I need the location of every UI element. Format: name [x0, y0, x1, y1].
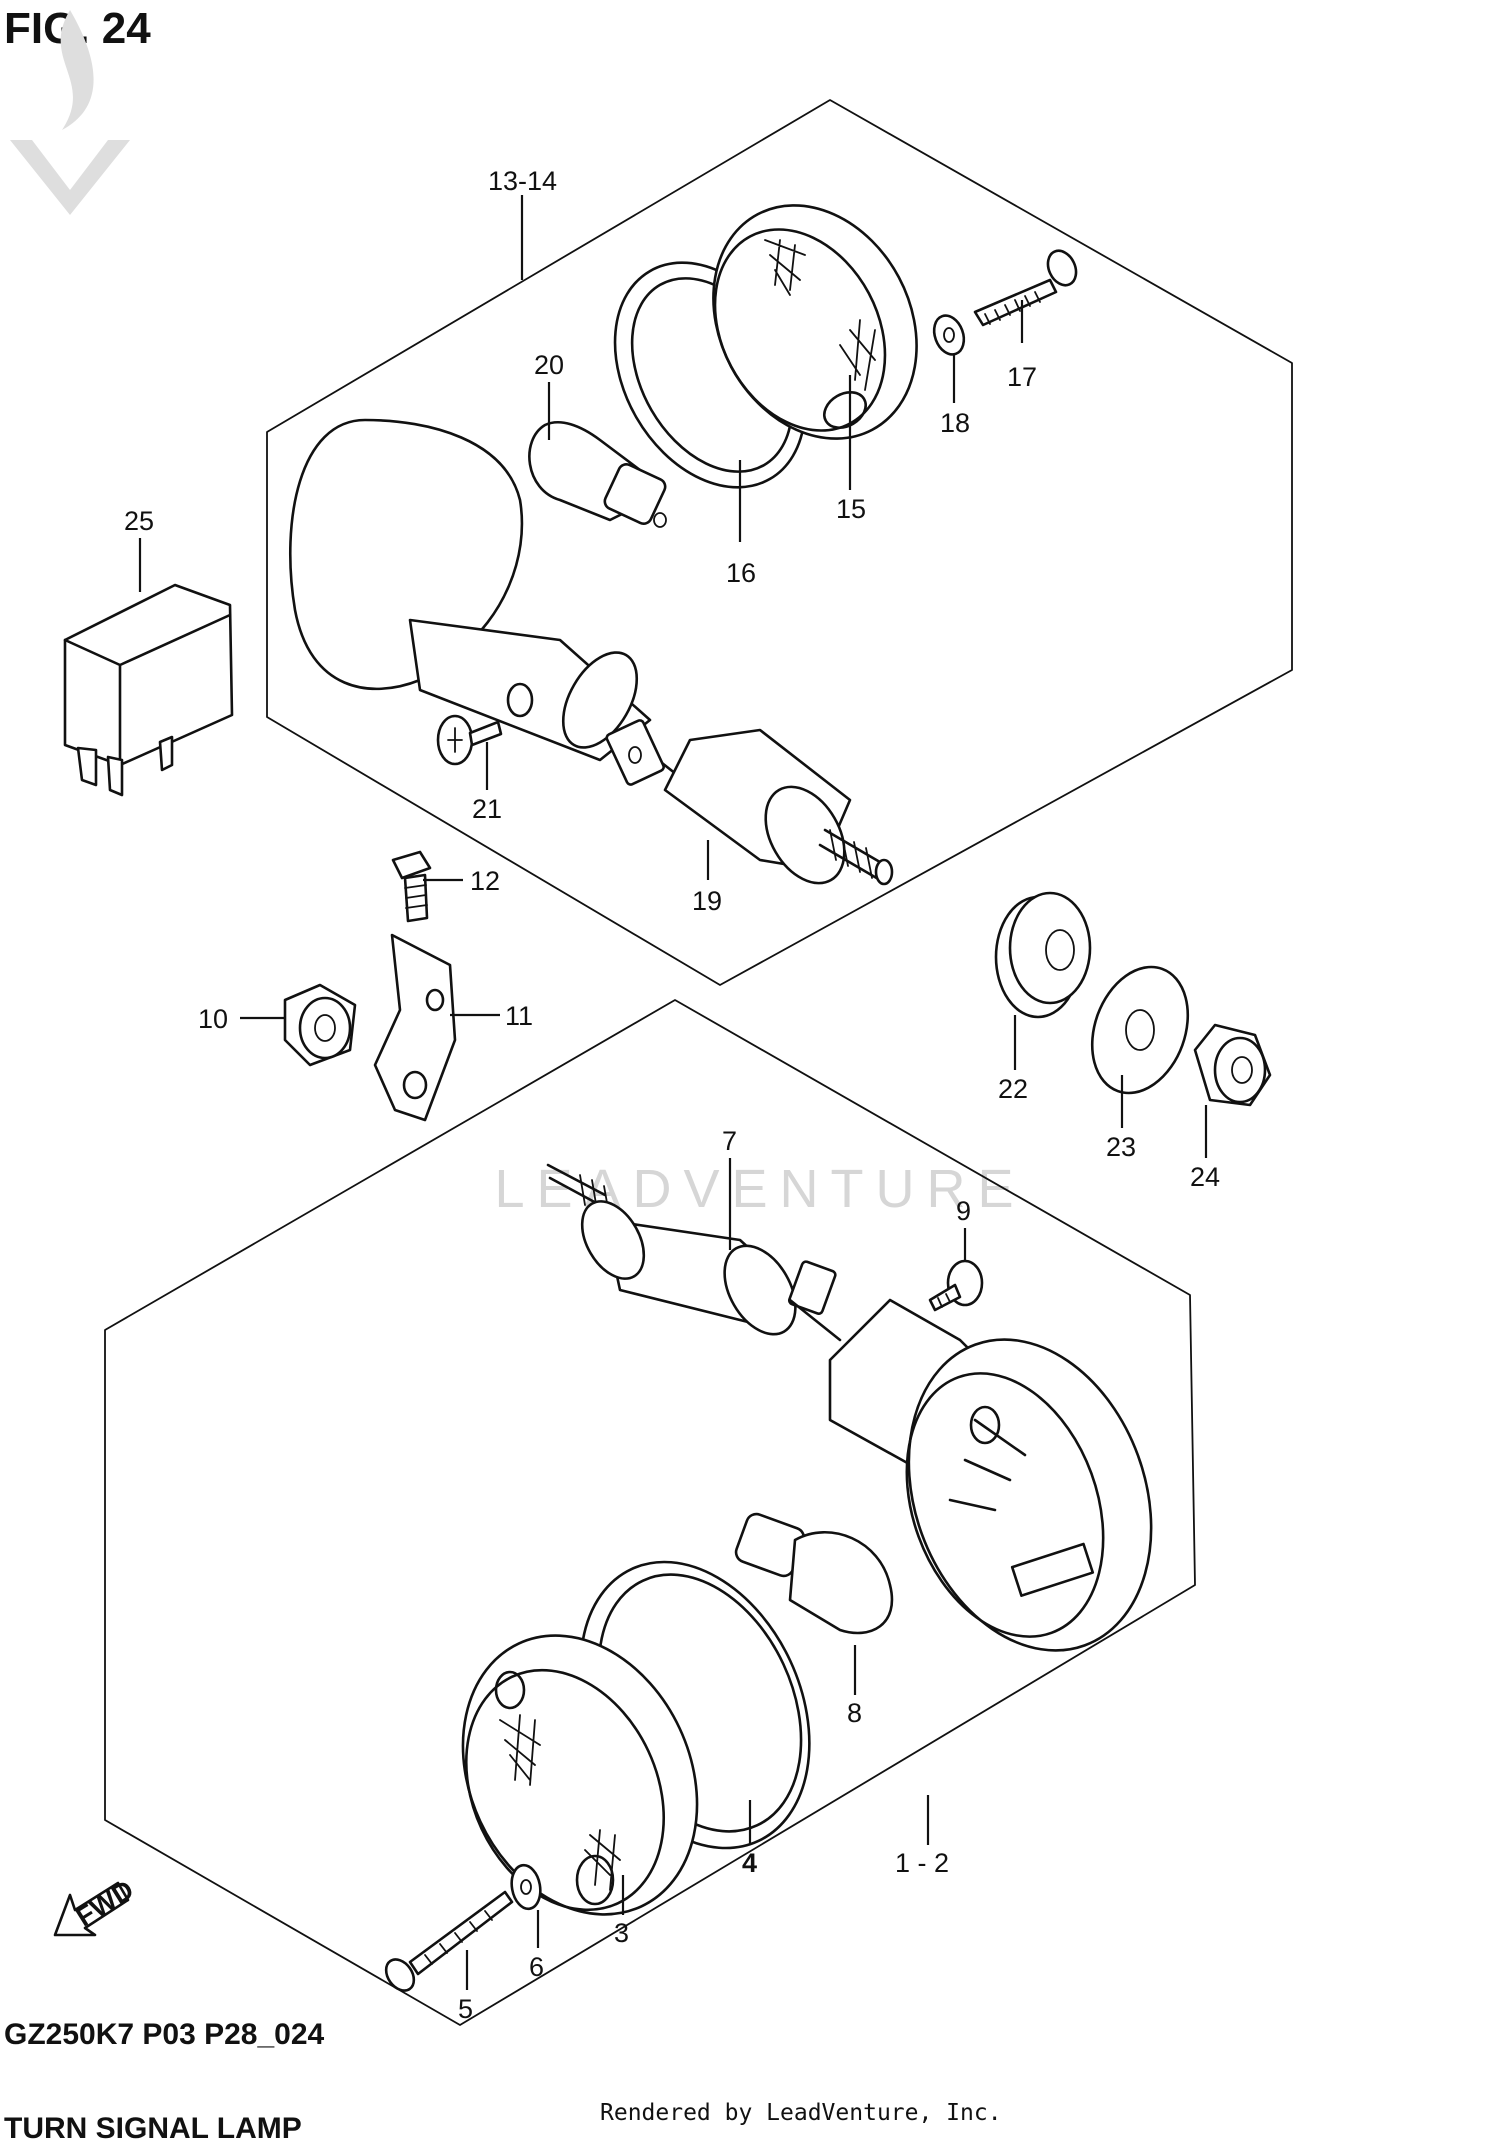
fwd-label: FWD	[71, 1874, 139, 1932]
grommet-22	[994, 891, 1092, 1019]
bracket-11	[373, 933, 457, 1122]
callout-24: 24	[1190, 1162, 1220, 1192]
callout-12: 12	[470, 866, 500, 896]
lower-lens	[461, 1634, 699, 1916]
callout-21: 21	[472, 794, 502, 824]
watermark-text: LEADVENTURE	[494, 1159, 1026, 1219]
lower-assembly-frame	[104, 999, 1196, 2026]
callout-17: 17	[1007, 362, 1037, 392]
callout-22: 22	[998, 1074, 1028, 1104]
callout-13-14: 13-14	[488, 166, 557, 196]
render-credit: Rendered by LeadVenture, Inc.	[600, 2100, 1002, 2126]
upper-lens	[712, 204, 918, 440]
callout-19: 19	[692, 886, 722, 916]
callout-15: 15	[836, 494, 866, 524]
lower-socket	[546, 1163, 842, 1342]
upper-screw	[973, 249, 1078, 327]
callout-25: 25	[124, 506, 154, 536]
lower-screw	[384, 1890, 514, 1992]
watermark-logo	[10, 10, 130, 215]
small-screw-21	[436, 714, 503, 766]
callout-16: 16	[726, 558, 756, 588]
callout-10: 10	[198, 1004, 228, 1034]
fwd-arrow-icon: FWD	[53, 1874, 139, 1937]
callout-9: 9	[956, 1196, 971, 1226]
small-screw-9	[928, 1259, 984, 1312]
callout-3: 3	[614, 1918, 629, 1948]
callout-7: 7	[722, 1126, 737, 1156]
upper-lamp-housing	[289, 418, 692, 787]
upper-assembly-frame	[266, 99, 1293, 986]
nut-10	[283, 983, 357, 1067]
upper-washer	[932, 314, 966, 356]
callout-11: 11	[505, 1001, 533, 1031]
callout-8: 8	[847, 1698, 862, 1728]
lower-bulb	[734, 1512, 894, 1635]
nut-24	[1193, 1023, 1272, 1107]
callout-20: 20	[534, 350, 564, 380]
callout-5: 5	[458, 1994, 473, 2024]
diagram-code: GZ250K7 P03 P28_024	[4, 2018, 325, 2051]
diagram-name: TURN SIGNAL LAMP	[4, 2112, 302, 2145]
callout-4: 4	[742, 1848, 757, 1878]
callout-18: 18	[940, 408, 970, 438]
bolt-12	[391, 850, 432, 923]
upper-socket	[663, 728, 894, 886]
callout-1-2: 1 - 2	[895, 1848, 949, 1878]
callout-23: 23	[1106, 1132, 1136, 1162]
upper-bulb	[528, 420, 667, 528]
lower-lamp-housing	[828, 1298, 1153, 1652]
callout-6: 6	[529, 1952, 544, 1982]
washer-23	[1090, 965, 1190, 1095]
turn-signal-relay	[63, 583, 234, 797]
lower-washer	[510, 1863, 542, 1911]
